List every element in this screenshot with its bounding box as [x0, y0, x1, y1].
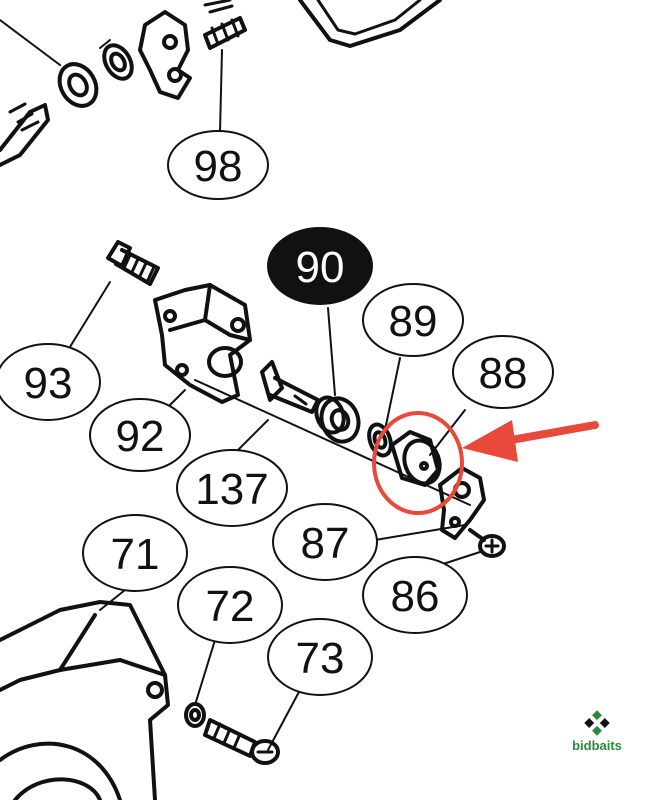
callout-88: 88 [452, 335, 554, 409]
leader-line-98 [219, 49, 223, 133]
highlight-circle [372, 411, 464, 515]
reel-frame-top-part [298, 0, 442, 48]
callout-label-92: 92 [116, 412, 165, 461]
bidbaits-logo: bidbaits [572, 710, 622, 753]
callout-label-89: 89 [389, 297, 438, 346]
leader-line-71 [99, 589, 126, 611]
callout-label-88: 88 [479, 349, 528, 398]
callout-73: 73 [267, 618, 373, 696]
bidbaits-logo-icon [584, 710, 610, 736]
leader-line-86 [439, 551, 481, 566]
shaft-assembly-top-left [0, 0, 247, 167]
callout-label-86: 86 [391, 572, 440, 621]
callout-90: 90 [267, 227, 373, 305]
callout-89: 89 [362, 283, 464, 357]
part-72-washer [184, 702, 206, 728]
part-90-bearing [314, 395, 361, 444]
leader-line-88 [429, 409, 466, 456]
leader-line [99, 39, 111, 49]
part-86-screw [468, 528, 506, 558]
callout-86: 86 [362, 556, 468, 634]
part-88-roller [390, 430, 442, 487]
leader-line-93 [64, 281, 111, 356]
part-73-bolt [203, 718, 280, 765]
callout-label-72: 72 [206, 582, 255, 631]
part-93-screw [106, 240, 160, 286]
part-137-pin [260, 360, 320, 414]
leader-line [0, 19, 61, 66]
callout-label-73: 73 [296, 634, 345, 683]
callout-93: 93 [0, 343, 101, 421]
callout-label-98: 98 [194, 142, 243, 191]
callout-label-87: 87 [301, 519, 350, 568]
callout-98: 98 [167, 130, 269, 200]
part-92-bracket [153, 283, 252, 404]
leader-line-90 [327, 307, 336, 396]
callout-label-71: 71 [111, 530, 160, 579]
callout-92: 92 [89, 398, 191, 472]
reel-housing-bottom-left [0, 600, 170, 800]
callout-137: 137 [176, 449, 288, 527]
callout-72: 72 [177, 566, 283, 644]
leader-line-89 [384, 357, 401, 431]
callout-71: 71 [82, 514, 188, 592]
callout-label-137: 137 [195, 465, 268, 514]
leader-line-73 [267, 689, 301, 751]
callout-label-93: 93 [24, 359, 73, 408]
callout-87: 87 [272, 503, 378, 581]
leader-line-72 [194, 639, 216, 706]
leader-line-137 [237, 419, 269, 451]
leader-line-87 [374, 524, 466, 541]
part-89-washer [367, 422, 393, 458]
highlight-arrow-icon [462, 420, 599, 462]
callout-label-90: 90 [296, 243, 345, 292]
bidbaits-logo-text: bidbaits [572, 738, 622, 753]
